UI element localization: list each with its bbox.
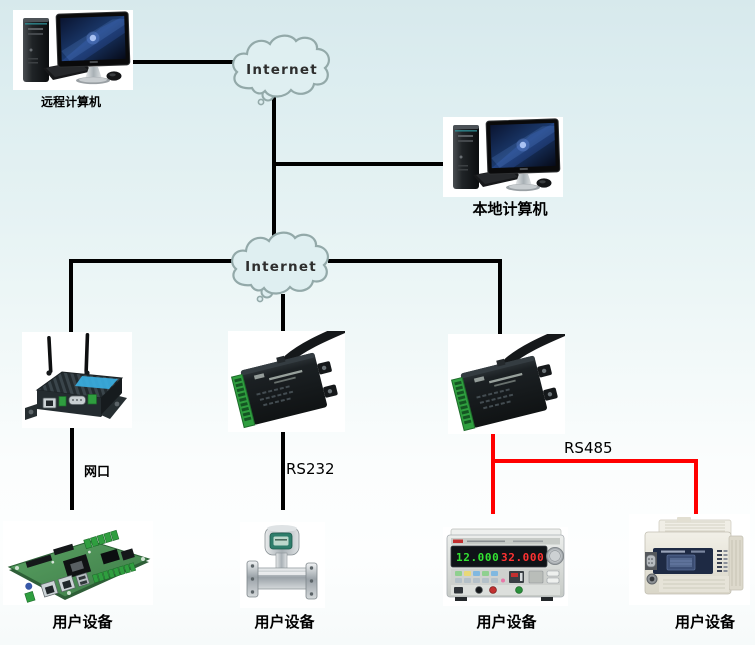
antenna-cable (283, 331, 345, 364)
io-terminal (87, 394, 97, 405)
psu-buttons (451, 569, 560, 585)
flow-meter-image (240, 522, 325, 608)
link-trunk-to-local (272, 162, 450, 166)
mouse (106, 71, 122, 81)
link-mid-device-to-user (281, 430, 285, 510)
plc-lower-front (659, 576, 729, 592)
lan-port-label: 网口 (84, 465, 111, 480)
mouse (536, 178, 552, 188)
terminal-block (450, 376, 476, 432)
link-left-device-v (69, 259, 73, 335)
dtu-body (450, 355, 558, 432)
link-right-device-v (498, 259, 502, 338)
internet-cloud-middle: Internet (231, 231, 329, 303)
plc-image (629, 514, 750, 605)
meter-head (264, 525, 300, 556)
local-computer-label: 本地计算机 (472, 200, 548, 218)
power-terminal (58, 396, 67, 407)
user-device-label-2: 用户设备 (254, 613, 315, 631)
mounting-tabs (537, 364, 558, 401)
psu-output-jacks (451, 585, 560, 601)
local-computer-image (443, 117, 563, 197)
internet-middle-label: Internet (245, 259, 317, 275)
psu-voltage-readout: 12.000 (456, 551, 499, 564)
dtu-modem-mid-image (228, 331, 345, 432)
monitor-stand (506, 174, 540, 192)
mounting-flanges (25, 396, 127, 420)
meter-neck (275, 552, 288, 571)
psu-current-readout: 32.000 (501, 551, 544, 564)
plc-front-panel (653, 548, 713, 574)
link-internet-trunk (272, 92, 276, 240)
cloud-shape (231, 231, 329, 295)
plc-connectors (645, 552, 658, 585)
front-ports (42, 394, 97, 409)
link-cloud-to-right-device-h (328, 259, 502, 263)
rs485-bus-left-drop (491, 432, 495, 514)
plc-indicators (717, 550, 728, 572)
antennas (46, 333, 90, 376)
brand-logo (453, 539, 463, 543)
desktop-tower (23, 18, 49, 82)
db9-connector (646, 554, 656, 568)
monitor (485, 118, 561, 175)
link-remote-to-internet (131, 60, 239, 64)
internet-top-label: Internet (246, 62, 318, 78)
cloud-shape (232, 34, 330, 98)
wireless-router-image (22, 332, 132, 428)
user-device-label-1: 用户设备 (52, 613, 113, 631)
remote-computer-label: 远程计算机 (40, 95, 101, 109)
terminal-block (230, 373, 256, 429)
dtu-modem-right-image (448, 334, 565, 434)
link-cloud-to-left-device-h (69, 259, 237, 263)
pipe-body (246, 560, 318, 600)
link-cloud-to-mid-device (281, 294, 285, 334)
user-device-label-4: 用户设备 (674, 613, 735, 631)
rs485-bus-horizontal (491, 459, 698, 463)
dtu-body (230, 352, 338, 429)
embedded-board-image (3, 521, 153, 605)
internet-cloud-top: Internet (232, 34, 330, 106)
link-left-device-to-user (70, 427, 74, 510)
rs485-label: RS485 (564, 439, 613, 457)
brand-text (661, 550, 685, 553)
antenna-cable (503, 334, 565, 367)
mounting-tabs (317, 361, 338, 398)
power-supply-image: 12.000 32.000 (443, 527, 568, 606)
user-device-label-3: 用户设备 (476, 613, 537, 631)
psu-knob (546, 546, 565, 566)
psu-display: 12.000 32.000 (450, 545, 548, 568)
desktop-tower (453, 125, 479, 189)
monitor (55, 11, 131, 68)
pcb-components (24, 529, 137, 603)
monitor-stand (76, 67, 110, 85)
rs485-bus-right-drop (694, 459, 698, 515)
rs232-label: RS232 (286, 460, 335, 478)
remote-computer-image (13, 10, 133, 90)
